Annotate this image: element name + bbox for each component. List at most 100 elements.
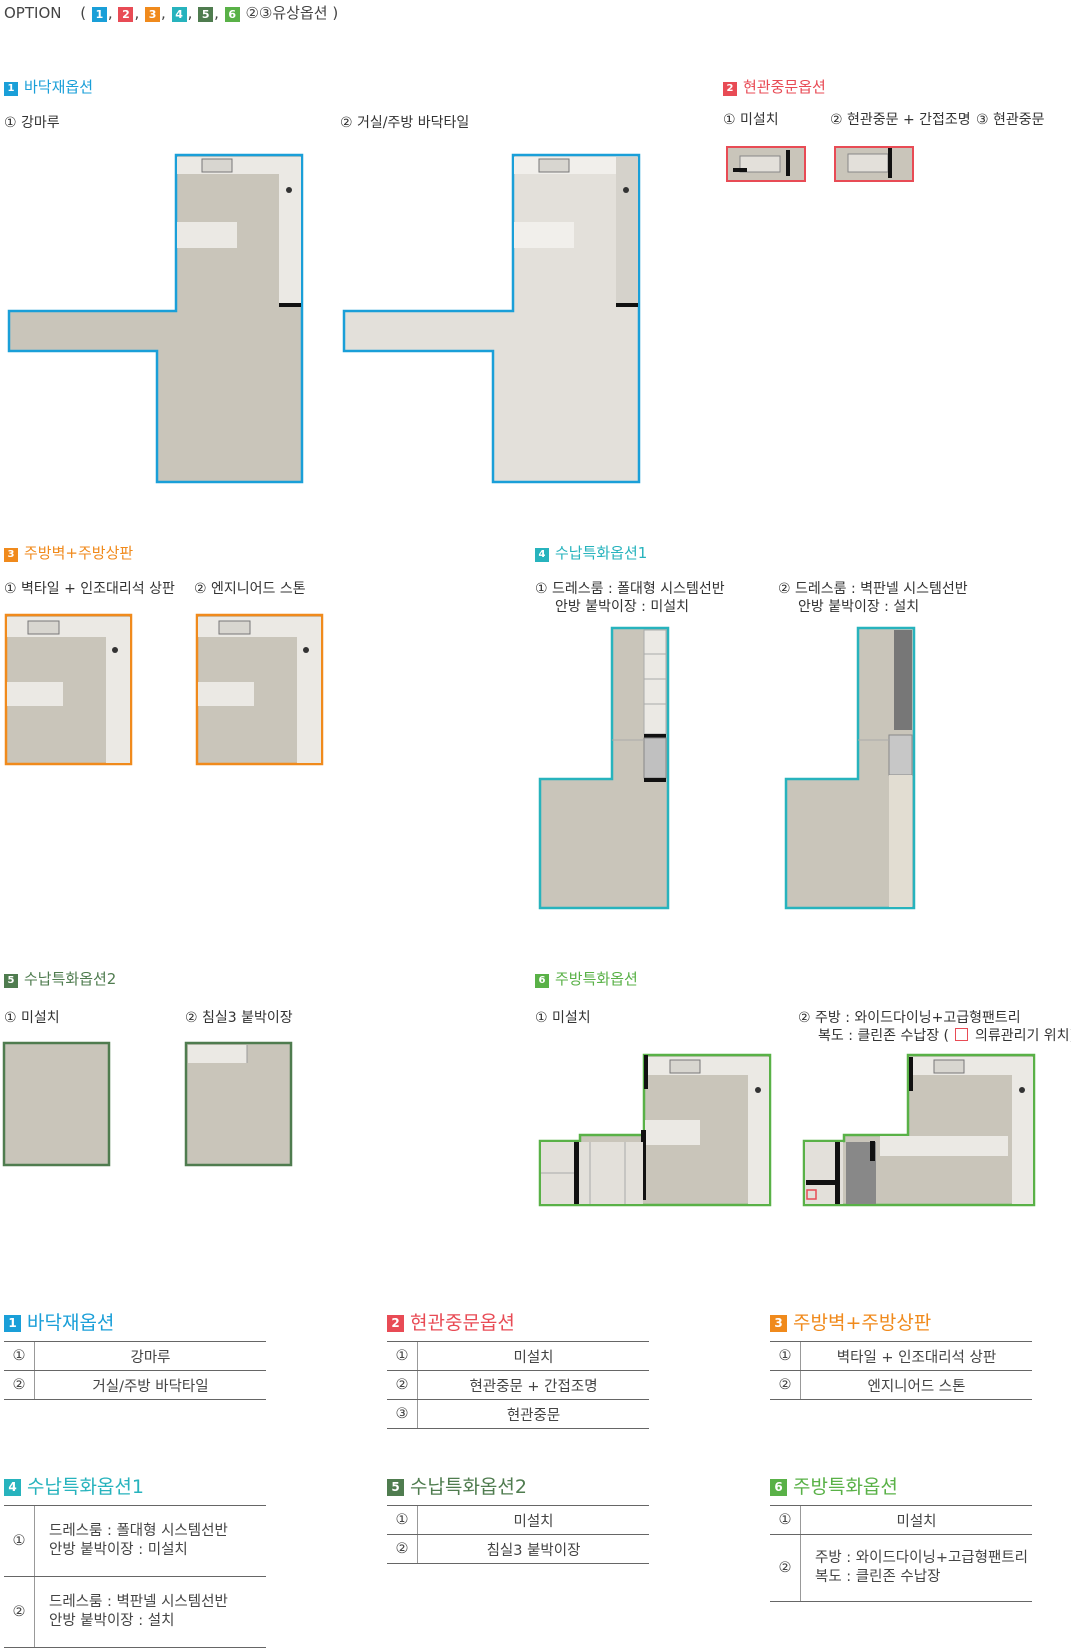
s6-item-2-line2: 복도 : 클린존 수납장 ( 의류관리기 위치) xyxy=(818,1027,1071,1045)
s5-item-2: ② 침실3 붙박이장 xyxy=(185,1010,293,1026)
row-num: ① xyxy=(770,1506,801,1534)
storage1-pole-thumb xyxy=(538,626,670,910)
table-row: ① 미설치 xyxy=(387,1342,649,1371)
row-num: ① xyxy=(4,1506,35,1576)
section-4-title-text: 수납특화옵션1 xyxy=(555,544,648,562)
s6-item-2-line2a: 복도 : 클린존 수납장 ( xyxy=(818,1028,950,1044)
table-3-badge: 3 xyxy=(770,1315,787,1332)
header-badge-1: 1 xyxy=(91,7,107,22)
row-value: 현관중문 xyxy=(506,1407,561,1424)
s2-item-2: ② 현관중문 + 간접조명 xyxy=(830,112,971,128)
section-4-badge: 4 xyxy=(535,548,549,562)
cooktop xyxy=(286,187,292,193)
kitchen-island xyxy=(514,222,574,248)
kitchen-special-none-thumb xyxy=(538,1053,772,1207)
s2-item-3: ③ 현관중문 xyxy=(976,112,1045,128)
table-1: ① 강마루 ② 거실/주방 바닥타일 xyxy=(4,1341,266,1400)
row-value: 거실/주방 바닥타일 xyxy=(92,1378,209,1395)
s3-item-2: ② 엔지니어드 스톤 xyxy=(194,581,306,597)
header-badge-6: 6 xyxy=(224,7,240,22)
row-num: ① xyxy=(770,1342,801,1370)
row-value: 현관중문 + 간접조명 xyxy=(469,1378,598,1395)
header-badge-5: 5 xyxy=(198,7,214,22)
cooktop xyxy=(623,187,629,193)
row-num: ① xyxy=(4,1342,35,1370)
section-2-badge: 2 xyxy=(723,82,737,96)
row-num: ② xyxy=(770,1371,801,1399)
section-3-title-text: 주방벽+주방상판 xyxy=(24,544,134,562)
sep: , xyxy=(187,4,193,22)
row-num: ③ xyxy=(387,1400,418,1428)
row-num: ② xyxy=(4,1371,35,1399)
table-6-badge: 6 xyxy=(770,1479,787,1496)
section-6-badge: 6 xyxy=(535,974,549,988)
s4-item-2-line2: 안방 붙박이장 : 설치 xyxy=(798,599,920,615)
table-2-title-text: 현관중문옵션 xyxy=(410,1312,515,1334)
entrance-none-thumb xyxy=(726,146,806,182)
row-value: 벽타일 + 인조대리석 상판 xyxy=(836,1349,997,1366)
row-value: 미설치 xyxy=(896,1513,937,1530)
row-value: 엔지니어드 스톤 xyxy=(867,1378,966,1395)
table-5-badge: 5 xyxy=(387,1479,404,1496)
row-value: 강마루 xyxy=(130,1349,171,1366)
storage2-none-thumb xyxy=(2,1041,111,1167)
table-row: ② 엔지니어드 스톤 xyxy=(770,1371,1032,1400)
header-badge-3: 3 xyxy=(145,7,161,22)
laundry-care-marker-icon xyxy=(955,1028,969,1041)
kitchen-special-wide-thumb xyxy=(802,1053,1036,1207)
s4-item-2-line1: ② 드레스룸 : 벽판넬 시스템선반 xyxy=(778,581,968,597)
floor-area xyxy=(342,153,641,484)
floor-area xyxy=(7,153,304,484)
row-value-line2: 복도 : 클린존 수납장 xyxy=(815,1569,941,1585)
table-6-title-text: 주방특화옵션 xyxy=(793,1476,898,1498)
s1-item-1: ① 강마루 xyxy=(4,115,60,131)
paren-close: ) xyxy=(332,4,339,22)
row-num: ② xyxy=(387,1371,418,1399)
entrance-door-light-thumb xyxy=(834,146,914,182)
section-1-title-text: 바닥재옵션 xyxy=(24,78,94,96)
sep: , xyxy=(161,4,166,22)
storage1-panel-thumb xyxy=(784,626,916,910)
s6-item-2-line2b: 의류관리기 위치) xyxy=(974,1028,1071,1044)
storage2-bedroom3-thumb xyxy=(184,1041,293,1167)
kitchen-counter-right xyxy=(279,157,301,307)
floorplan-tile-floor xyxy=(342,153,641,484)
row-value: 미설치 xyxy=(513,1349,554,1366)
sep: , xyxy=(107,4,113,22)
kitchen-counter-right xyxy=(616,157,638,307)
s1-item-2: ② 거실/주방 바닥타일 xyxy=(340,115,470,131)
row-num: ② xyxy=(4,1577,35,1647)
sink xyxy=(201,158,233,173)
row-value-line2: 안방 붙박이장 : 설치 xyxy=(49,1613,175,1629)
header-badge-4: 4 xyxy=(171,7,187,22)
row-value-line1: 드레스룸 : 벽판넬 시스템선반 xyxy=(49,1594,228,1610)
paid-option-note: ②③유상옵션 xyxy=(245,4,328,22)
s4-item-1-line2: 안방 붙박이장 : 미설치 xyxy=(555,599,689,615)
row-num: ② xyxy=(770,1535,801,1601)
sink xyxy=(538,158,570,173)
option-label: OPTION xyxy=(4,4,62,22)
table-2: ① 미설치 ② 현관중문 + 간접조명 ③ 현관중문 xyxy=(387,1341,649,1429)
s3-item-1: ① 벽타일 + 인조대리석 상판 xyxy=(4,581,175,597)
s5-item-1: ① 미설치 xyxy=(4,1010,60,1026)
table-4-badge: 4 xyxy=(4,1479,21,1496)
row-value-line1: 주방 : 와이드다이닝+고급형팬트리 xyxy=(815,1550,1029,1566)
table-row: ② 거실/주방 바닥타일 xyxy=(4,1371,266,1400)
option-header: OPTION ( 1, 2, 3, 4, 5, 6 ②③유상옵션 ) xyxy=(4,2,338,23)
section-6-title-text: 주방특화옵션 xyxy=(555,970,638,988)
s6-item-1: ① 미설치 xyxy=(535,1010,591,1026)
row-num: ① xyxy=(387,1342,418,1370)
row-value: 미설치 xyxy=(513,1513,554,1530)
table-row: ② 현관중문 + 간접조명 xyxy=(387,1371,649,1400)
sep: , xyxy=(214,4,219,22)
